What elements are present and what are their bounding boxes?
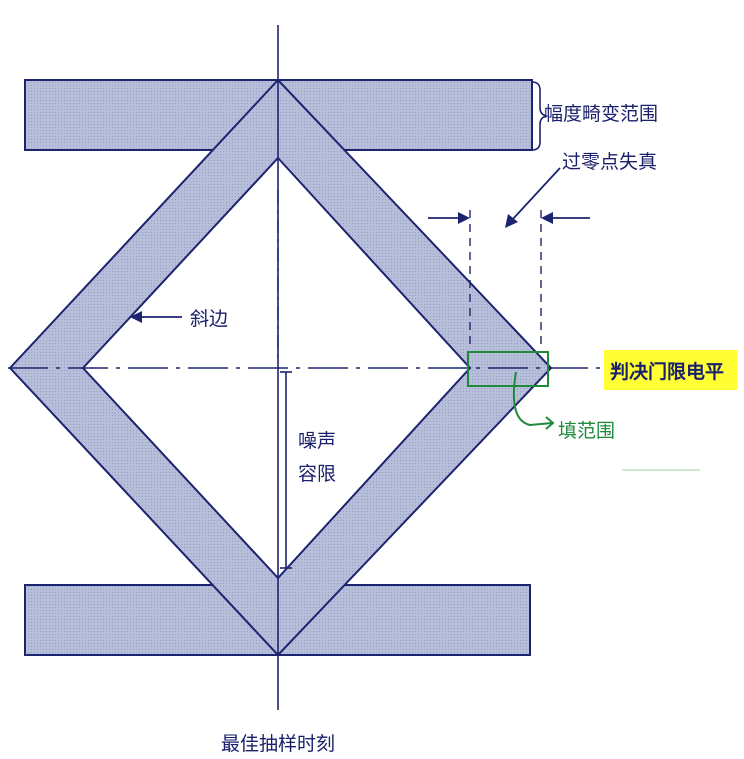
zero-crossing-pointer-head [505,214,518,228]
handwritten-arrow-head [545,416,555,430]
noise-margin-label-line2: 容限 [298,463,336,485]
arrow-right-head [541,212,553,224]
threshold-label-highlight [604,350,737,390]
arrow-left-head [458,212,470,224]
decision-threshold-label: 判决门限电平 [610,360,724,383]
slope-label: 斜边 [190,308,228,330]
amplitude-distortion-label: 幅度畸变范围 [544,103,658,125]
handwritten-note: 填范围 [558,420,615,442]
amplitude-brace [531,81,549,151]
noise-margin-label-line1: 噪声 [298,430,336,452]
zero-crossing-pointer [511,167,561,221]
zero-crossing-distortion-label: 过零点失真 [562,151,657,173]
slope-pointer-head [130,311,142,323]
handwritten-box [467,351,549,387]
handwritten-arrow [512,371,553,427]
best-sampling-time-label: 最佳抽样时刻 [221,733,335,755]
